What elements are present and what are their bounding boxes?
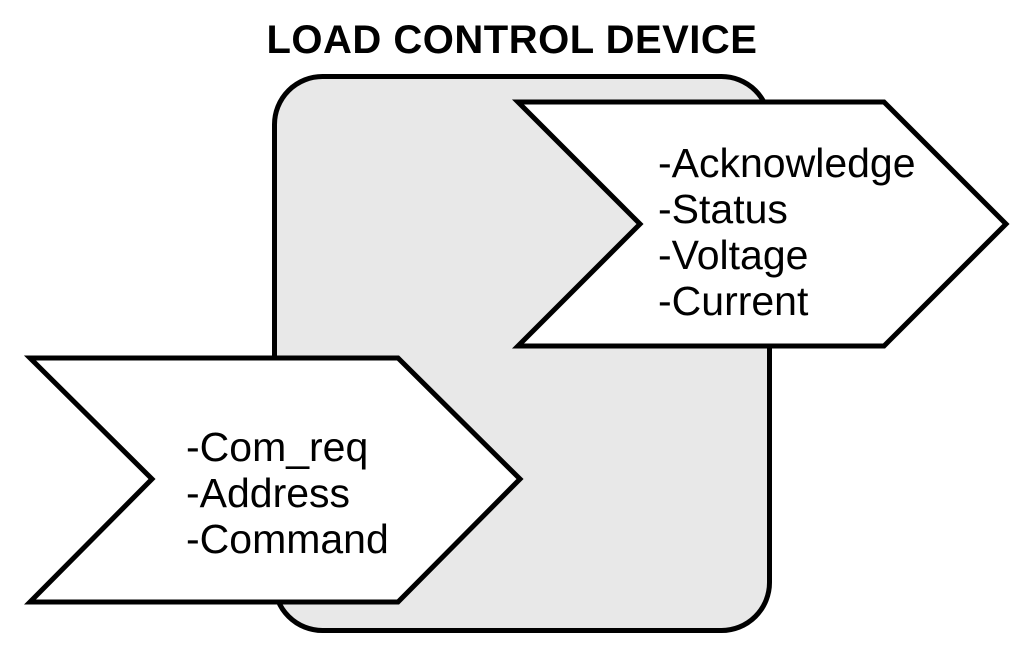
output-signal-label-status: -Status: [658, 186, 788, 232]
input-signals-arrow: [23, 355, 524, 605]
output-signal-label-voltage: -Voltage: [658, 232, 808, 278]
input-signal-label-com-req: -Com_req: [186, 424, 368, 470]
output-signals-arrow: [511, 99, 1010, 349]
input-signal-label-address: -Address: [186, 470, 350, 516]
output-signal-label-current: -Current: [658, 278, 809, 324]
input-signal-label-command: -Command: [186, 516, 389, 562]
diagram-title: LOAD CONTROL DEVICE: [266, 18, 757, 62]
output-signal-label-acknowledge: -Acknowledge: [658, 140, 916, 186]
